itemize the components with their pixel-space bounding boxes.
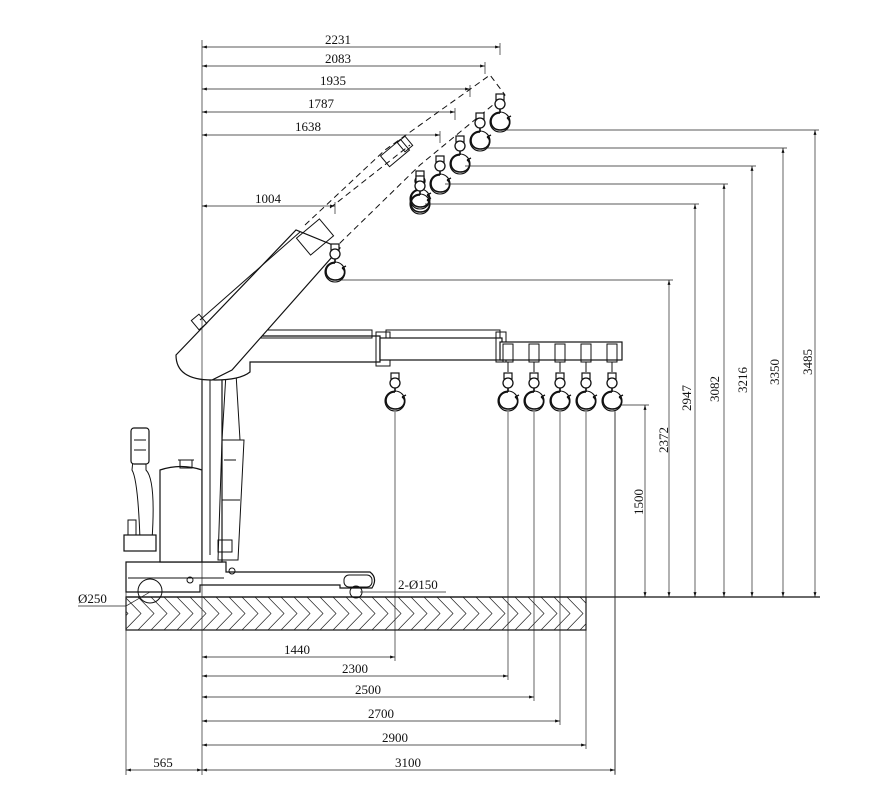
callout-rear-wheel: Ø250 bbox=[78, 591, 107, 606]
dim-right-3: 3082 bbox=[707, 376, 722, 402]
callouts: 2-Ø150 Ø250 bbox=[78, 577, 446, 607]
dim-right-2: 3216 bbox=[735, 367, 750, 394]
dim-right-1: 3350 bbox=[767, 359, 782, 385]
dim-right-6: 1500 bbox=[631, 489, 646, 515]
right-dimensions: 3485 3350 3216 3082 2947 2372 1500 bbox=[631, 349, 815, 515]
dim-bottom-4: 2900 bbox=[382, 730, 408, 745]
lower-boom bbox=[186, 329, 623, 381]
hook-group bbox=[324, 93, 624, 412]
hook-icon bbox=[575, 372, 598, 412]
hook-icon bbox=[469, 112, 492, 152]
hook-icon bbox=[601, 372, 624, 412]
dim-top-1: 2083 bbox=[325, 51, 351, 66]
dim-top-5: 1004 bbox=[255, 191, 282, 206]
hook-icon bbox=[523, 372, 546, 412]
dim-right-0: 3485 bbox=[800, 349, 815, 375]
dim-bottom-2: 2500 bbox=[355, 682, 381, 697]
dim-bottom-1: 2300 bbox=[342, 661, 368, 676]
hook-icon bbox=[429, 155, 452, 195]
rear-wheel bbox=[137, 578, 163, 604]
dim-top-0: 2231 bbox=[325, 32, 351, 47]
callout-front-wheel: 2-Ø150 bbox=[398, 577, 438, 592]
dim-top-4: 1638 bbox=[295, 119, 321, 134]
ground-floor bbox=[125, 596, 820, 631]
dim-bottom-6: 565 bbox=[153, 755, 173, 770]
dim-bottom-0: 1440 bbox=[284, 642, 310, 657]
dim-bottom-3: 2700 bbox=[368, 706, 394, 721]
dim-top-3: 1787 bbox=[308, 96, 335, 111]
hook-icon bbox=[449, 135, 472, 175]
hook-icon bbox=[549, 372, 572, 412]
dim-bottom-5: 3100 bbox=[395, 755, 421, 770]
dimension-lines bbox=[125, 40, 819, 775]
hook-icon bbox=[489, 93, 512, 133]
bottom-dimensions: 1440 2300 2500 2700 2900 3100 565 bbox=[153, 642, 421, 770]
dim-right-5: 2372 bbox=[656, 427, 671, 453]
dim-top-2: 1935 bbox=[320, 73, 346, 88]
hook-icon bbox=[384, 372, 407, 412]
top-dimensions: 2231 2083 1935 1787 1638 1004 bbox=[255, 32, 351, 206]
raised-boom bbox=[175, 74, 506, 381]
hook-icon bbox=[497, 372, 520, 412]
crane-base bbox=[123, 339, 376, 604]
dim-right-4: 2947 bbox=[679, 385, 694, 412]
